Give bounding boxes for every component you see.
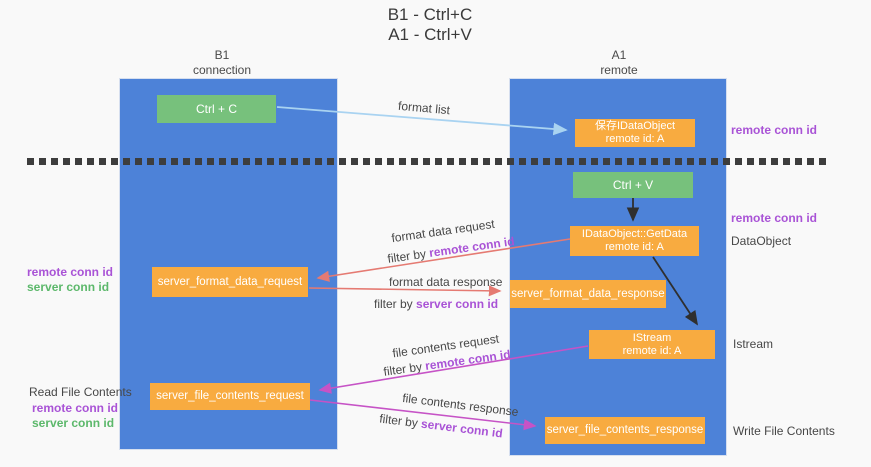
ctrl-v-label: Ctrl + V xyxy=(612,177,654,192)
title-line-2: A1 - Ctrl+V xyxy=(388,25,472,44)
format-server-conn-id-annotation: server conn id xyxy=(27,280,110,294)
istream-line2: remote id: A xyxy=(622,344,682,357)
server-file-contents-response-label: server_file_contents_response xyxy=(546,424,704,436)
lane-right-role: remote xyxy=(600,63,638,77)
session-divider-dashed-line xyxy=(27,158,831,165)
filter-key-server-conn-id: server conn id xyxy=(420,416,504,441)
dataobject-annotation: DataObject xyxy=(731,234,792,248)
format-list-label: format list xyxy=(397,98,451,118)
getdata-line1: IDataObject::GetData xyxy=(581,228,688,240)
server-file-contents-request-box: server_file_contents_request xyxy=(150,383,310,410)
diagram-title: B1 - Ctrl+C A1 - Ctrl+V xyxy=(335,5,525,45)
lane-left-name: B1 xyxy=(214,48,230,62)
istream-annotation: Istream xyxy=(733,337,774,351)
server-file-contents-response-box: server_file_contents_response xyxy=(545,417,705,444)
write-file-contents-annotation: Write File Contents xyxy=(733,424,835,438)
lane-left-header: B1 connection xyxy=(160,48,284,78)
filter-key-server-conn-id: server conn id xyxy=(416,297,499,311)
filter-by-text: filter by xyxy=(386,246,431,266)
lane-right-name: A1 xyxy=(611,48,627,62)
title-line-1: B1 - Ctrl+C xyxy=(387,5,473,24)
filter-by-text: filter by xyxy=(382,359,427,379)
getdata-line2: remote id: A xyxy=(605,241,664,253)
server-format-data-request-box: server_format_data_request xyxy=(152,267,308,297)
file-server-conn-id-annotation: server conn id xyxy=(32,416,115,430)
format-data-response-label: format data response xyxy=(389,275,503,289)
idataobject-getdata-box: IDataObject::GetData remote id: A xyxy=(570,226,699,256)
format-data-response-filter-label: filter by server conn id xyxy=(374,297,498,311)
format-remote-conn-id-annotation: remote conn id xyxy=(27,265,114,279)
save-idataobject-line2: remote id: A xyxy=(605,133,665,145)
istream-box: IStream remote id: A xyxy=(589,330,715,359)
server-format-data-request-label: server_format_data_request xyxy=(157,275,303,288)
save-idataobject-line1: 保存IDataObject xyxy=(594,120,676,132)
server-format-data-response-label: server_format_data_response xyxy=(511,287,665,300)
remote-conn-id-annotation-top: remote conn id xyxy=(731,123,818,137)
read-file-contents-annotation: Read File Contents xyxy=(29,385,132,399)
file-contents-response-filter-label: filter by server conn id xyxy=(379,411,504,440)
server-file-contents-request-label: server_file_contents_request xyxy=(156,390,304,402)
ctrl-c-label: Ctrl + C xyxy=(195,101,237,116)
file-contents-response-label: file contents response xyxy=(401,390,520,420)
remote-conn-id-annotation-mid: remote conn id xyxy=(731,211,818,225)
file-remote-conn-id-annotation: remote conn id xyxy=(32,401,119,415)
filter-by-text: filter by xyxy=(378,411,423,431)
lane-right-header: A1 remote xyxy=(557,48,681,78)
ctrl-v-box: Ctrl + V xyxy=(573,172,693,198)
ctrl-c-box: Ctrl + C xyxy=(157,95,276,123)
server-format-data-response-box: server_format_data_response xyxy=(510,280,666,308)
save-idataobject-box: 保存IDataObject remote id: A xyxy=(575,119,695,147)
istream-line1: IStream xyxy=(632,331,672,344)
filter-by-text: filter by xyxy=(374,297,417,311)
lane-left-role: connection xyxy=(192,63,252,77)
